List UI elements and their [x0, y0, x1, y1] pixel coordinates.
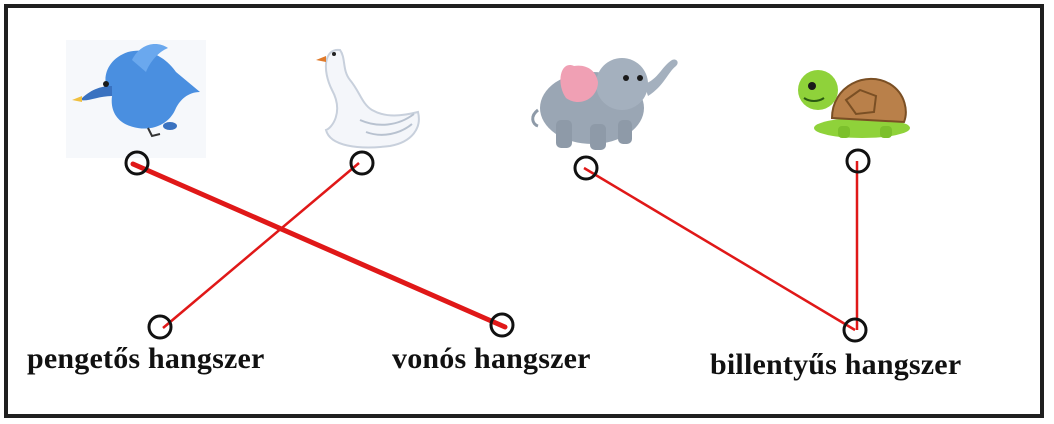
turtle-icon — [798, 70, 910, 138]
anchor-circle-pengetos[interactable] — [147, 314, 173, 340]
label-pengetos-hangszer: pengetős hangszer — [27, 342, 265, 375]
bird-icon — [66, 40, 206, 158]
label-vonos-hangszer: vonós hangszer — [392, 342, 591, 375]
anchor-circle-elephant[interactable] — [573, 155, 599, 181]
label-billentyus-hangszer: billentyűs hangszer — [710, 348, 962, 381]
anchor-circle-swan[interactable] — [349, 150, 375, 176]
swan-icon — [316, 48, 420, 149]
anchor-circle-billentyus[interactable] — [842, 317, 868, 343]
connection-line-bird — [130, 161, 508, 330]
connection-line-swan — [162, 162, 360, 329]
anchor-circle-vonos[interactable] — [489, 312, 515, 338]
connection-line-elephant — [583, 166, 856, 332]
elephant-icon — [531, 58, 678, 150]
anchor-circle-bird[interactable] — [124, 150, 150, 176]
anchor-circle-turtle[interactable] — [845, 148, 871, 174]
